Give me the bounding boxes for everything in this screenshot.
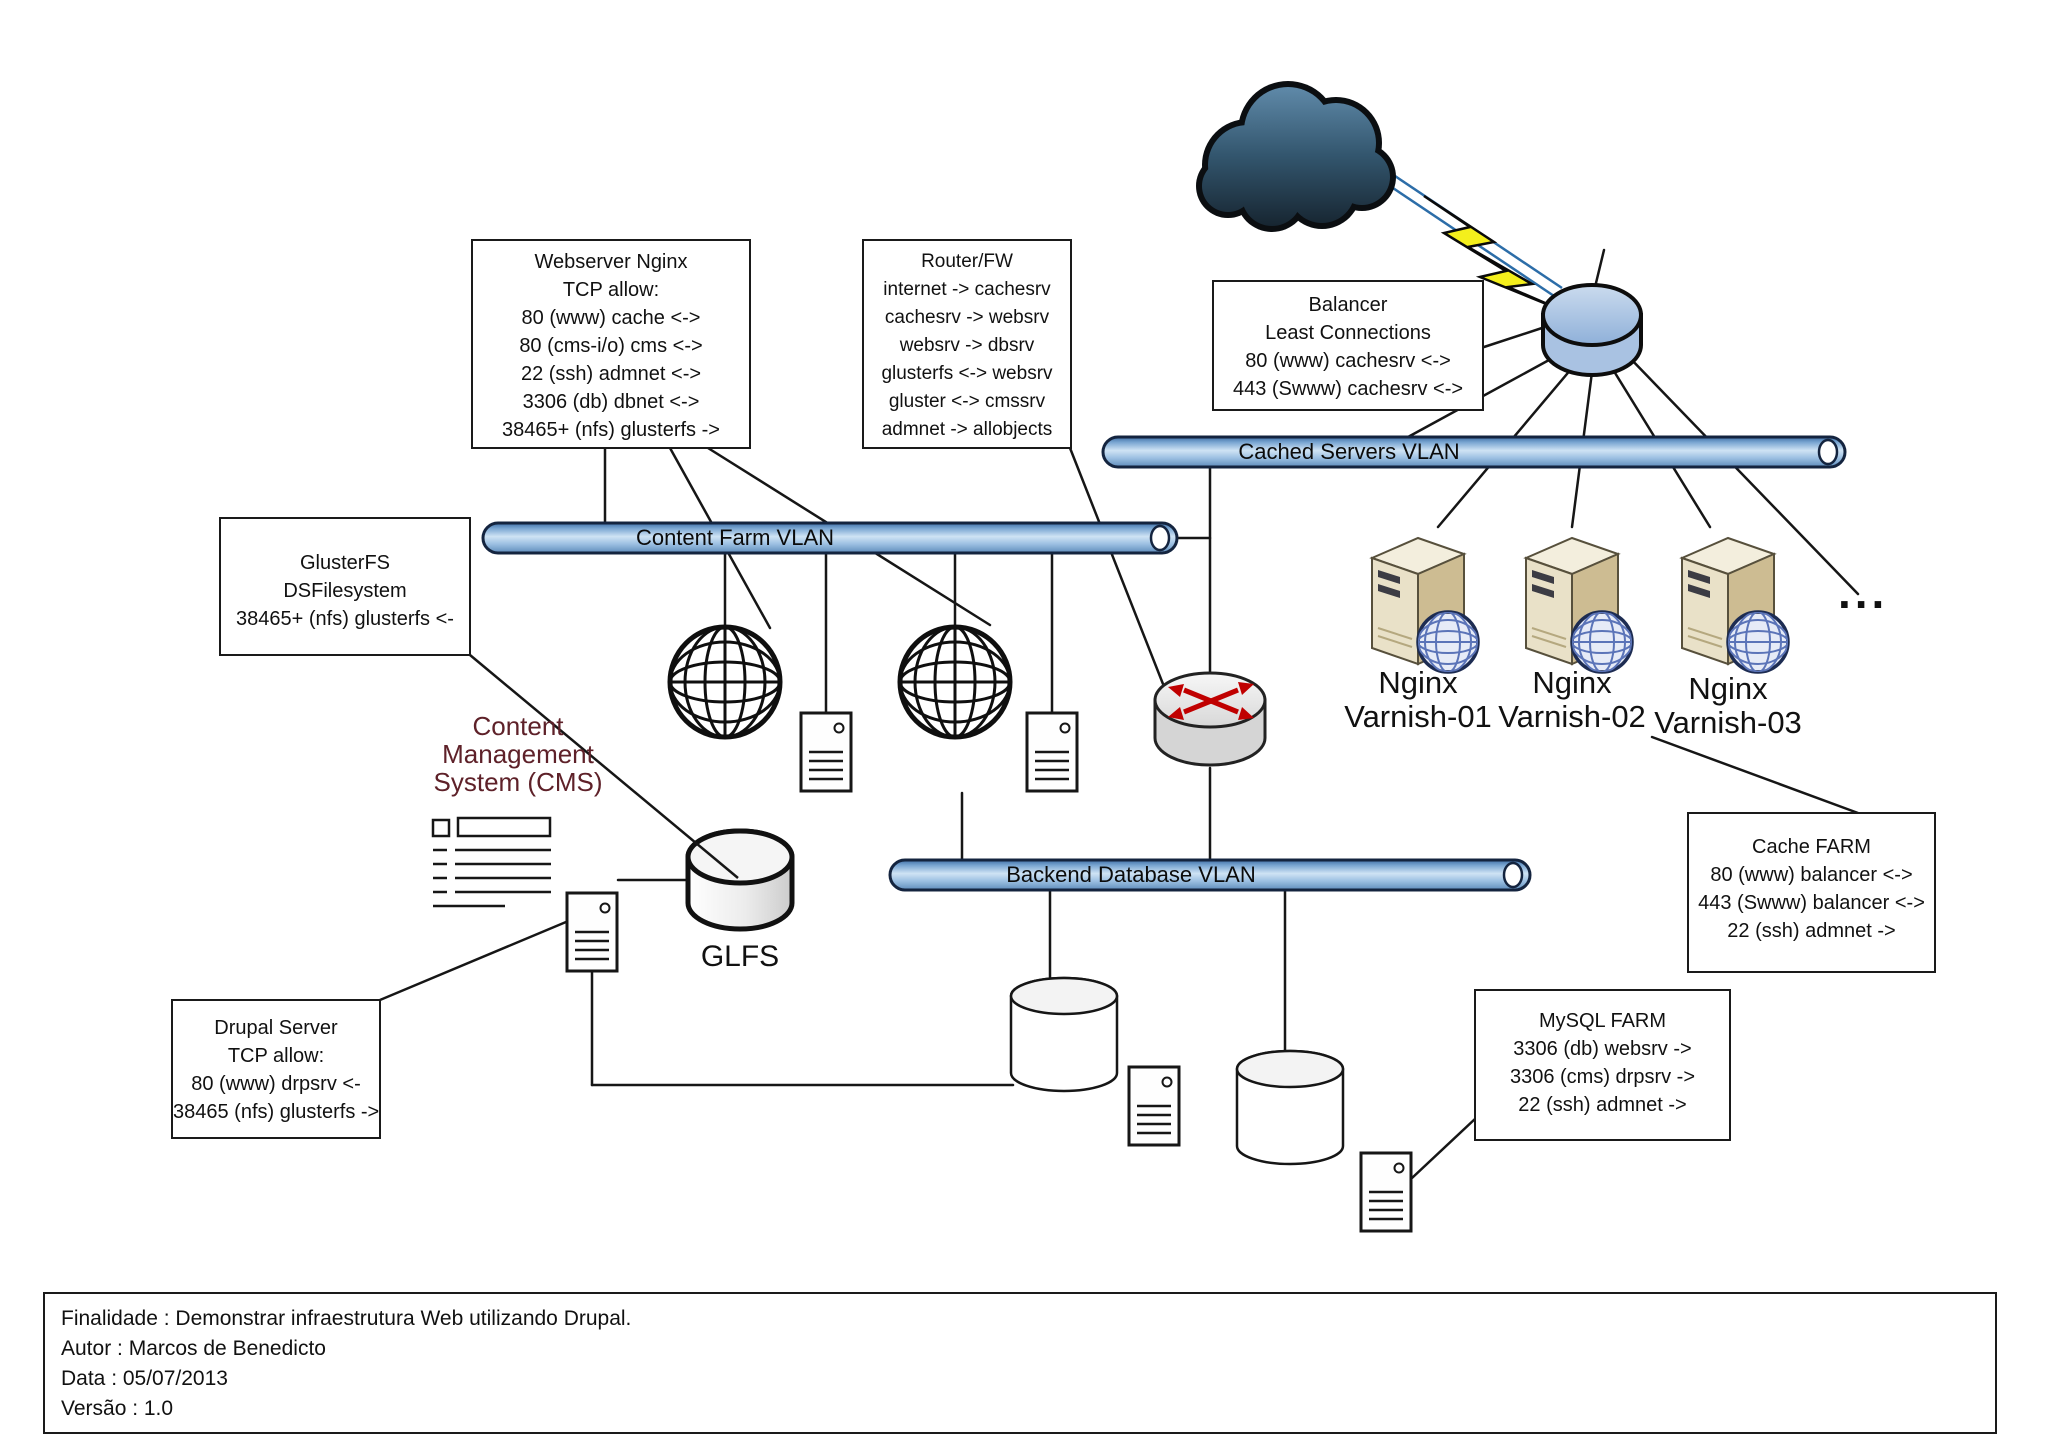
cache-farm-note: Cache FARM 80 (www) balancer <-> 443 (Sw… (1687, 812, 1936, 973)
database-cylinder-icon (1009, 976, 1119, 1093)
cms-label-line: System (CMS) (433, 767, 603, 797)
server-tower-icon (1359, 1151, 1413, 1233)
note-line: Drupal Server (214, 1017, 338, 1039)
varnish-03-label: Nginx Varnish-03 (1628, 672, 1828, 740)
content-farm-vlan-pipe (481, 521, 1179, 555)
cached-servers-vlan-label: Cached Servers VLAN (1238, 439, 1460, 464)
backend-database-vlan-pipe (888, 858, 1532, 892)
nginx-varnish-server-icon (1682, 538, 1788, 672)
mysql-farm-note: MySQL FARM 3306 (db) websrv -> 3306 (cms… (1474, 989, 1731, 1141)
cached-servers-vlan-pipe (1101, 435, 1847, 469)
server-label-line: Varnish-01 (1344, 699, 1492, 734)
note-line: TCP allow: (227, 1045, 325, 1067)
note-line: cachesrv -> websrv (884, 307, 1050, 328)
server-tower-icon (565, 891, 619, 973)
note-line: Least Connections (1265, 322, 1431, 344)
note-line: TCP allow: (562, 279, 660, 301)
note-line: 443 (Swww) balancer <-> (1698, 892, 1925, 914)
server-label-line: Varnish-02 (1498, 699, 1646, 734)
note-line: internet -> cachesrv (883, 279, 1051, 300)
note-line: websrv -> dbsrv (899, 335, 1035, 356)
note-line: 38465 (nfs) glusterfs -> (173, 1101, 380, 1123)
note-line: 22 (ssh) admnet -> (1518, 1094, 1687, 1116)
note-line: Cache FARM (1752, 836, 1871, 858)
info-line: Versão : 1.0 (61, 1397, 174, 1420)
note-line: 443 (Swww) cachesrv <-> (1232, 378, 1464, 400)
nginx-varnish-server-icon (1526, 538, 1632, 672)
balancer-note: Balancer Least Connections 80 (www) cach… (1212, 280, 1484, 411)
glfs-cylinder-icon (469, 654, 795, 932)
note-line: gluster <-> cmssrv (888, 391, 1046, 412)
cms-form-icon (431, 816, 552, 908)
webserver-globe-icon (900, 627, 1010, 737)
note-line: admnet -> allobjects (881, 419, 1053, 440)
cms-label-line: Content (472, 711, 564, 741)
info-line: Data : 05/07/2013 (61, 1367, 228, 1390)
database-cylinder-icon (1235, 1049, 1345, 1166)
server-label-line: Varnish-03 (1654, 705, 1802, 740)
info-line: Autor : Marcos de Benedicto (61, 1337, 326, 1360)
info-line: Finalidade : Demonstrar infraestrutura W… (61, 1307, 632, 1330)
note-line: MySQL FARM (1538, 1010, 1667, 1032)
server-tower-icon (1127, 1065, 1181, 1147)
server-label-line: Nginx (1378, 665, 1458, 700)
note-line: 80 (www) cache <-> (521, 307, 701, 329)
nginx-varnish-server-icon (1372, 538, 1478, 672)
server-tower-icon (1025, 711, 1079, 793)
varnish-01-label: Nginx Varnish-01 (1318, 666, 1518, 734)
note-line: 38465+ (nfs) glusterfs -> (502, 419, 720, 441)
note-line: 22 (ssh) admnet <-> (520, 363, 702, 385)
varnish-02-label: Nginx Varnish-02 (1472, 666, 1672, 734)
note-line: Router/FW (921, 251, 1013, 272)
more-servers-ellipsis: ... (1838, 566, 1889, 618)
note-line: 38465+ (nfs) glusterfs <- (236, 608, 454, 630)
drupal-server-note: Drupal Server TCP allow: 80 (www) drpsrv… (171, 999, 381, 1139)
note-line: glusterfs <-> websrv (881, 363, 1053, 384)
server-tower-icon (799, 711, 853, 793)
router-fw-note: Router/FW internet -> cachesrv cachesrv … (862, 239, 1072, 449)
webserver-nginx-note: Webserver Nginx TCP allow: 80 (www) cach… (471, 239, 751, 449)
note-line: 80 (cms-i/o) cms <-> (519, 335, 703, 357)
note-line: DSFilesystem (283, 580, 407, 602)
cms-label: Content Management System (CMS) (428, 712, 608, 796)
diagram-info-box: Finalidade : Demonstrar infraestrutura W… (43, 1292, 1997, 1434)
webserver-globe-icon (670, 627, 780, 737)
note-line: 22 (ssh) admnet -> (1727, 920, 1896, 942)
note-line: 3306 (cms) drpsrv -> (1509, 1066, 1696, 1088)
glusterfs-note: GlusterFS DSFilesystem 38465+ (nfs) glus… (219, 517, 471, 656)
note-line: 80 (www) cachesrv <-> (1245, 350, 1451, 372)
balancer-disc-icon (1541, 283, 1643, 377)
note-line: 80 (www) drpsrv <- (191, 1073, 361, 1095)
note-line: GlusterFS (299, 552, 391, 574)
server-label-line: Nginx (1532, 665, 1612, 700)
backend-database-vlan-label: Backend Database VLAN (1006, 862, 1256, 887)
router-icon (1153, 671, 1267, 767)
connector-lines (378, 248, 1860, 1180)
content-farm-vlan-label: Content Farm VLAN (635, 525, 835, 550)
note-line: 3306 (db) dbnet <-> (522, 391, 700, 413)
note-line: 3306 (db) websrv -> (1513, 1038, 1692, 1060)
note-line: Balancer (1308, 294, 1388, 316)
glfs-label: GLFS (700, 940, 780, 973)
note-line: Webserver Nginx (534, 251, 688, 273)
cms-label-line: Management (442, 739, 594, 769)
note-line: 80 (www) balancer <-> (1710, 864, 1913, 886)
server-label-line: Nginx (1688, 671, 1768, 706)
cloud-icon (1196, 81, 1396, 232)
